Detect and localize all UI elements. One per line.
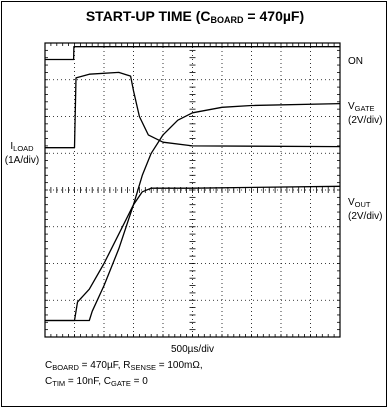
label-vout: VOUT (2V/div) [348,197,382,223]
caption-line-2: CTIM = 10nF, CGATE = 0 [45,376,148,390]
title-prefix: START-UP TIME (C [85,8,211,24]
label-vout-sub: OUT [354,200,371,209]
x-axis-label-text: 500µs/div [170,344,214,355]
label-on: ON [348,56,363,68]
caption-line-1: CBOARD = 470µF, RSENSE = 100mΩ, [45,360,203,374]
x-axis-label: 500µs/div [45,344,340,356]
caption-1-part: BOARD [52,363,79,372]
label-iload-main: I [10,141,14,152]
caption-2-part: TIM [52,379,66,388]
label-iload: ILOAD (1A/div) [0,141,44,167]
label-vgate-main: V [348,101,355,112]
caption-1-part: = 470µF, R [78,360,131,371]
label-on-text: ON [348,56,363,67]
label-vout-scale: (2V/div) [348,211,383,222]
label-vgate-scale: (2V/div) [348,115,383,126]
label-iload-scale: (1A/div) [4,155,40,166]
caption-2-part: = 0 [130,376,148,387]
chart-title: START-UP TIME (CBOARD = 470µF) [0,8,390,25]
label-vout-main: V [348,197,355,208]
caption-2-part: = 10nF, C [65,376,112,387]
caption-2-part: C [45,376,53,387]
label-vgate-sub: GATE [354,104,375,113]
caption-1-part: C [45,360,53,371]
title-suffix: = 470µF) [243,8,305,24]
trace-vgate [45,102,341,322]
trace-vout [45,185,341,322]
caption-2-part: GATE [111,379,131,388]
trace-on [45,46,340,61]
caption-1-part: SENSE [130,363,156,372]
label-iload-sub: LOAD [13,144,34,153]
caption-1-part: = 100mΩ, [155,360,203,371]
title-sub: BOARD [210,15,244,25]
label-vgate: VGATE (2V/div) [348,101,382,127]
trace-iload [45,71,341,149]
